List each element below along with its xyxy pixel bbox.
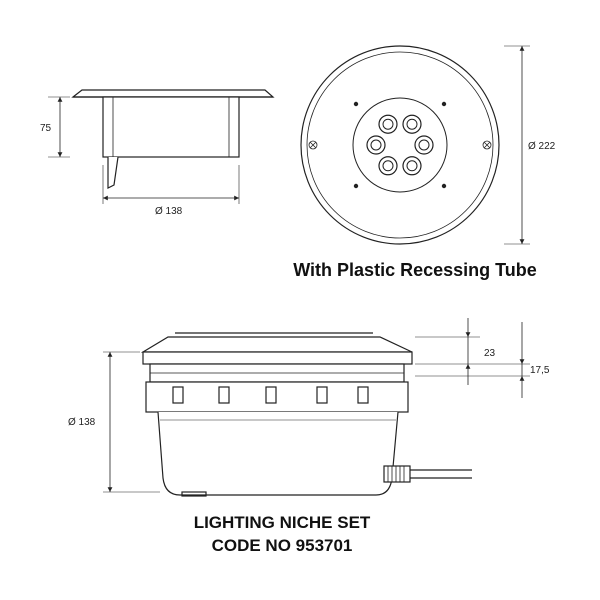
niche-dim-23-label: 23 (484, 348, 496, 359)
led-icon (378, 114, 398, 134)
niche-view (103, 318, 530, 497)
niche-body (157, 411, 399, 496)
niche-dim-17-5-label: 17,5 (530, 365, 550, 376)
power-cable (410, 469, 472, 479)
niche-rib-ring (145, 381, 409, 413)
side-view-height-label: 75 (40, 123, 52, 134)
led-icon (414, 135, 434, 155)
side-view-cable-stub (107, 156, 119, 189)
mounting-screw-icon (308, 140, 318, 150)
led-icon (402, 156, 422, 176)
side-view-diameter-label: Ø 138 (155, 206, 183, 217)
niche-flange (140, 336, 413, 353)
top-view (300, 45, 530, 245)
mounting-screw-icon (482, 140, 492, 150)
led-cluster (366, 114, 434, 176)
led-icon (378, 156, 398, 176)
top-view-lens-disc (352, 97, 448, 193)
led-icon (402, 114, 422, 134)
led-icon (366, 135, 386, 155)
caption-code-number: CODE NO 953701 (212, 536, 353, 555)
top-view-outer-ring (300, 45, 500, 245)
cable-gland (383, 465, 411, 483)
top-view-inner-ring (306, 51, 494, 239)
caption-niche-set: LIGHTING NICHE SET (194, 513, 371, 532)
side-view-flange (71, 89, 275, 98)
niche-diameter-label: Ø 138 (68, 417, 96, 428)
side-view (48, 89, 275, 204)
side-view-body (102, 96, 240, 158)
caption-recessing-tube: With Plastic Recessing Tube (293, 260, 537, 280)
top-view-diameter-label: Ø 222 (528, 141, 556, 152)
